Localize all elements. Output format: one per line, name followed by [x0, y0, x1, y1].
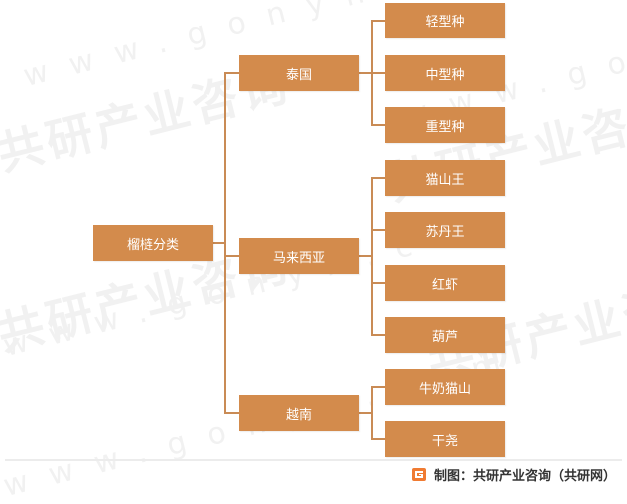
- node-root-durian-classification: 榴梿分类: [93, 225, 213, 261]
- footer-source: 制图：共研产业咨询（共研网）: [412, 465, 617, 484]
- node-variety: 牛奶猫山: [385, 369, 505, 405]
- connector-vietnam-out: [359, 412, 373, 414]
- node-variety: 中型种: [385, 55, 505, 91]
- node-variety: 猫山王: [385, 160, 505, 196]
- connector-to-malaysia: [224, 255, 239, 257]
- connector-malaysia-4: [371, 334, 385, 336]
- connector-malaysia-out: [359, 255, 373, 257]
- node-country-thailand: 泰国: [239, 55, 359, 91]
- connector-thailand-out: [359, 72, 373, 74]
- connector-thailand-3: [371, 124, 385, 126]
- node-variety: 葫芦: [385, 317, 505, 353]
- node-country-malaysia: 马来西亚: [239, 238, 359, 274]
- node-variety: 红虾: [385, 265, 505, 301]
- connector-thailand-2: [371, 72, 385, 74]
- node-variety: 轻型种: [385, 3, 505, 38]
- connector-malaysia-1: [371, 177, 385, 179]
- footer-divider: [5, 459, 622, 461]
- connector-malaysia-2: [371, 229, 385, 231]
- connector-malaysia-trunk: [371, 177, 373, 335]
- connector-root-trunk: [224, 72, 226, 414]
- node-variety: 干尧: [385, 421, 505, 457]
- connector-vietnam-1: [371, 386, 385, 388]
- connector-root-out: [213, 242, 225, 244]
- connector-to-thailand: [224, 72, 239, 74]
- gonyn-logo-icon: [412, 467, 426, 481]
- connector-to-vietnam: [224, 412, 239, 414]
- connector-thailand-1: [371, 20, 385, 22]
- node-variety: 苏丹王: [385, 212, 505, 248]
- footer-source-text: 制图：共研产业咨询（共研网）: [434, 468, 617, 484]
- connector-malaysia-3: [371, 282, 385, 284]
- connector-vietnam-2: [371, 438, 385, 440]
- node-country-vietnam: 越南: [239, 395, 359, 431]
- node-variety: 重型种: [385, 107, 505, 143]
- connector-vietnam-trunk: [371, 386, 373, 440]
